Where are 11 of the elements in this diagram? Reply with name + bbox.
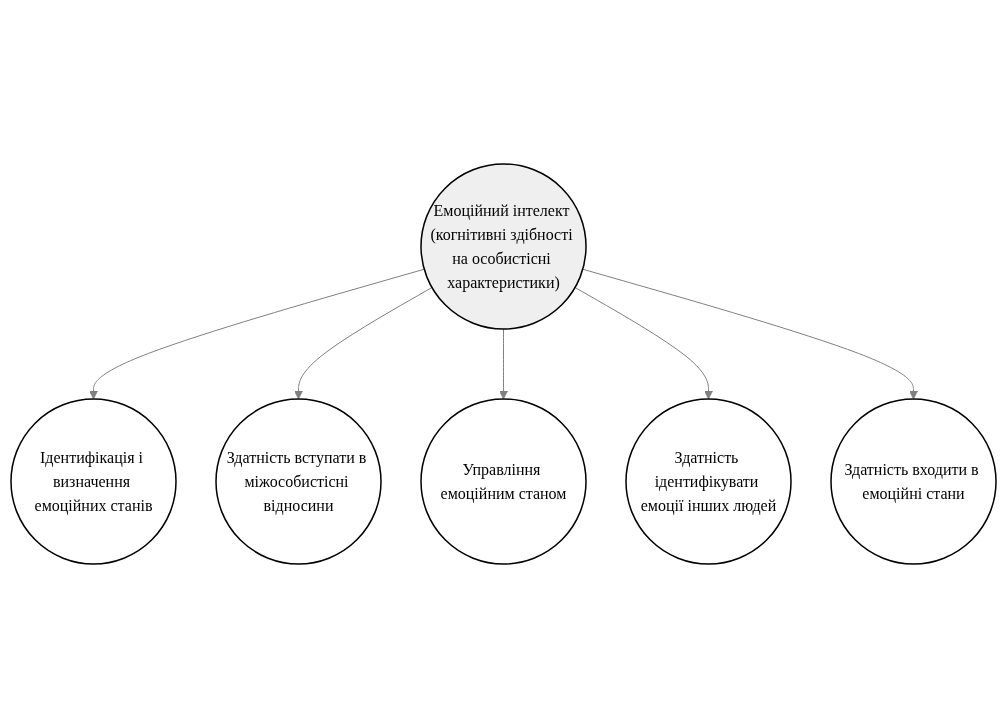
node-circle: Здатність входити в емоційні стани bbox=[829, 397, 997, 565]
node-circle: Здатність ідентифікувати емоції інших людей bbox=[624, 397, 792, 565]
node-circle: Управління емоційним станом bbox=[419, 397, 587, 565]
node-circle: Ідентифікація і визначення емоційних станів bbox=[9, 397, 177, 565]
arrow bbox=[293, 286, 432, 399]
node-circle: Здатність вступати в міжособистісні відносини bbox=[214, 397, 382, 565]
arrow bbox=[574, 286, 713, 399]
arrow bbox=[88, 268, 425, 399]
node-circle: Емоційний інтелект (когнітивні здібності на особистісні характеристики) bbox=[419, 162, 587, 330]
arrow bbox=[498, 328, 508, 399]
arrow bbox=[581, 268, 918, 399]
